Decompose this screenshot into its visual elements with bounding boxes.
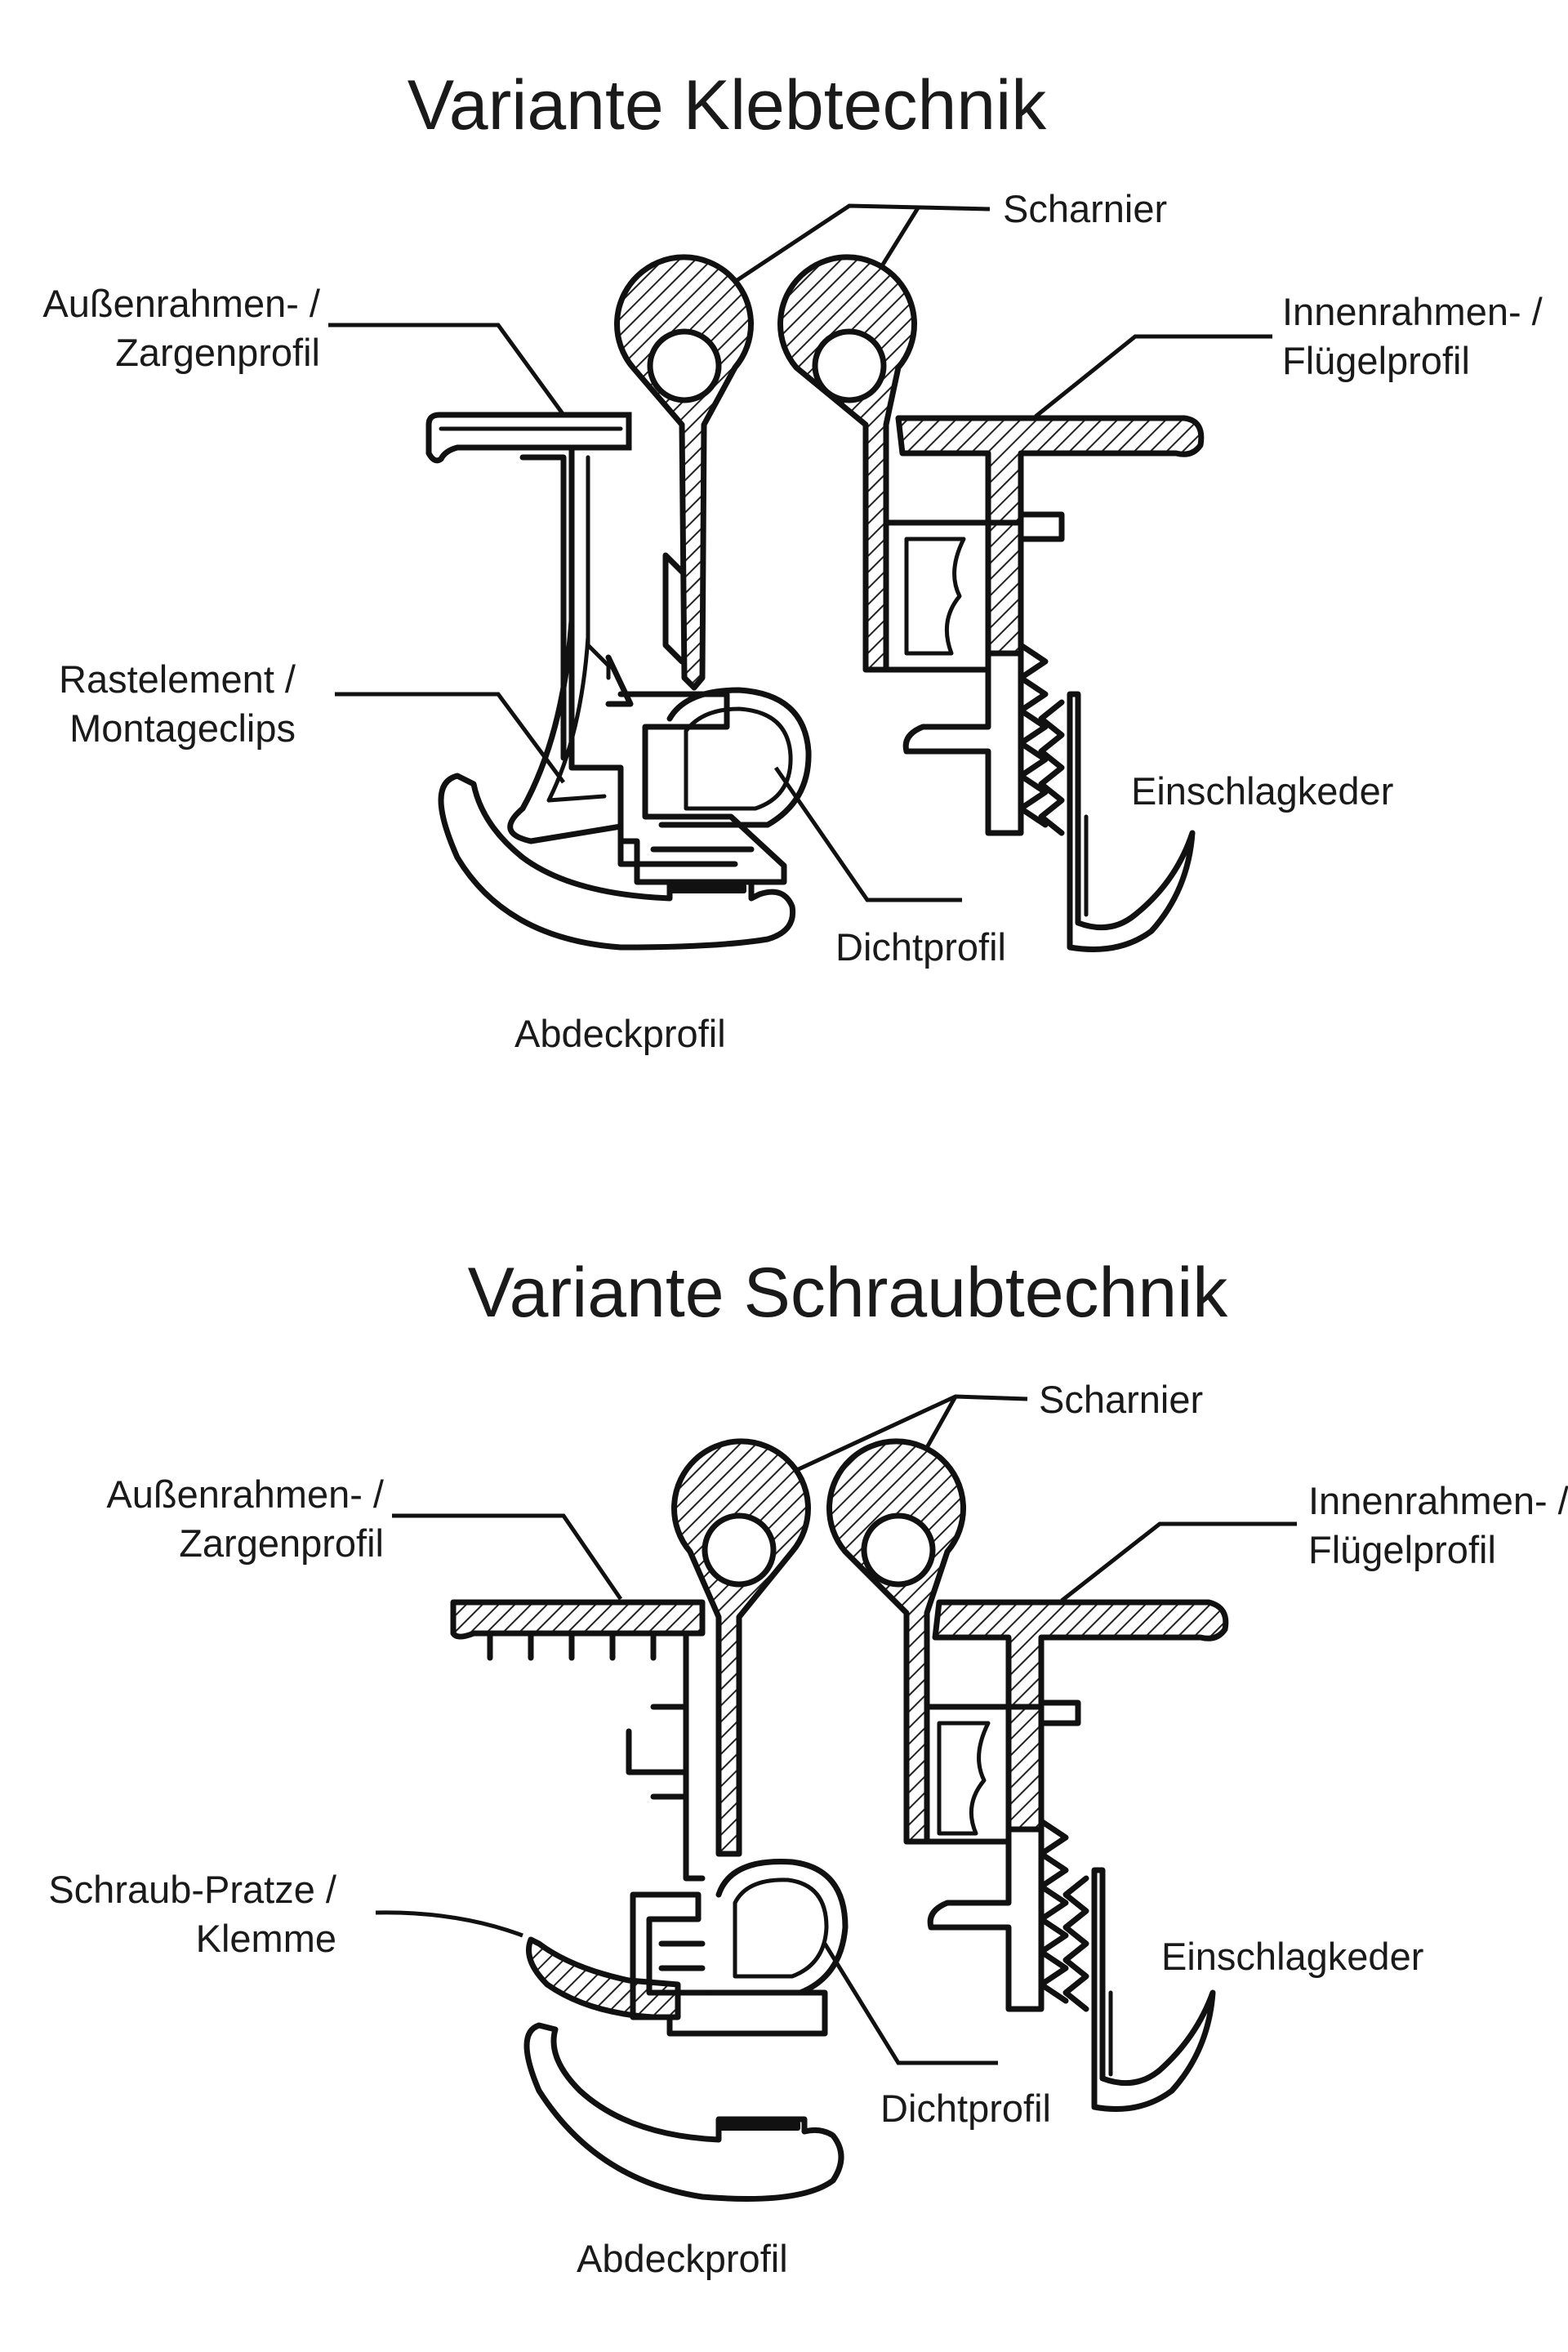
cover-profile [438, 773, 796, 951]
leader-innenrahmen [1034, 334, 1272, 418]
einschlagkeder [1038, 691, 1196, 952]
variant-schraubtechnik: Variante Schraubtechnik Scharnier Außenr… [48, 1254, 1568, 2280]
label-dichtprofil: Dichtprofil [835, 925, 1006, 969]
label-dichtprofil: Dichtprofil [880, 2087, 1051, 2130]
einschlagkeder [1062, 1867, 1216, 2112]
outer-frame-profile [450, 1599, 706, 1882]
leader-dichtprofil [822, 1942, 998, 2065]
label-scharnier: Scharnier [1003, 187, 1167, 230]
label-scharnier: Scharnier [1039, 1378, 1203, 1421]
label-rastelement-line2: Montageclips [69, 706, 296, 750]
leader-dichtprofil [773, 766, 962, 902]
label-innenrahmen-line2: Flügelprofil [1282, 339, 1470, 382]
label-einschlagkeder: Einschlagkeder [1161, 1935, 1423, 1978]
leader-innenrahmen [1060, 1521, 1297, 1602]
label-schraub-pratze-line2: Klemme [196, 1917, 336, 1960]
variant-title: Variante Schraubtechnik [468, 1254, 1229, 1332]
label-abdeckprofil: Abdeckprofil [577, 2237, 788, 2280]
label-innenrahmen-line1: Innenrahmen- / [1308, 1479, 1568, 1522]
label-rastelement-line1: Rastelement / [59, 657, 296, 701]
inner-frame-profile [883, 415, 1205, 836]
label-einschlagkeder: Einschlagkeder [1131, 769, 1393, 813]
hinge-left [614, 254, 754, 691]
label-aussenrahmen-line1: Außenrahmen- / [106, 1472, 385, 1516]
inner-sawtooth [1038, 1818, 1069, 2004]
hinge-right [777, 254, 917, 673]
label-innenrahmen-line1: Innenrahmen- / [1282, 290, 1544, 333]
leader-aussenrahmen [328, 323, 566, 416]
label-aussenrahmen-line2: Zargenprofil [179, 1521, 384, 1565]
seal-profile [707, 1859, 849, 1996]
label-aussenrahmen-line1: Außenrahmen- / [42, 282, 321, 325]
label-schraub-pratze-line1: Schraub-Pratze / [48, 1868, 337, 1911]
outer-frame-profile [425, 412, 738, 867]
seal-profile [658, 687, 812, 828]
screw-claw [526, 1936, 681, 2020]
outer-base-block [630, 1891, 828, 2037]
leader-aussenrahmen [392, 1513, 623, 1601]
label-abdeckprofil: Abdeckprofil [514, 1012, 726, 1055]
hinge-left [671, 1438, 811, 1857]
hinge-right [826, 1438, 966, 1845]
outer-base-block [617, 691, 787, 885]
inner-sawtooth [1018, 642, 1049, 828]
leader-rastelement [335, 692, 566, 784]
label-aussenrahmen-line2: Zargenprofil [115, 331, 320, 374]
label-innenrahmen-line2: Flügelprofil [1308, 1528, 1496, 1571]
leader-schraub-pratze [375, 1910, 523, 1938]
cover-profile [523, 2022, 844, 2202]
inner-frame-profile [924, 1599, 1229, 2012]
variant-title: Variante Klebtechnik [408, 66, 1047, 145]
snap-clip [507, 617, 634, 844]
variant-klebtechnik: Variante Klebtechnik Scharnier Außenrahm… [42, 66, 1543, 1055]
